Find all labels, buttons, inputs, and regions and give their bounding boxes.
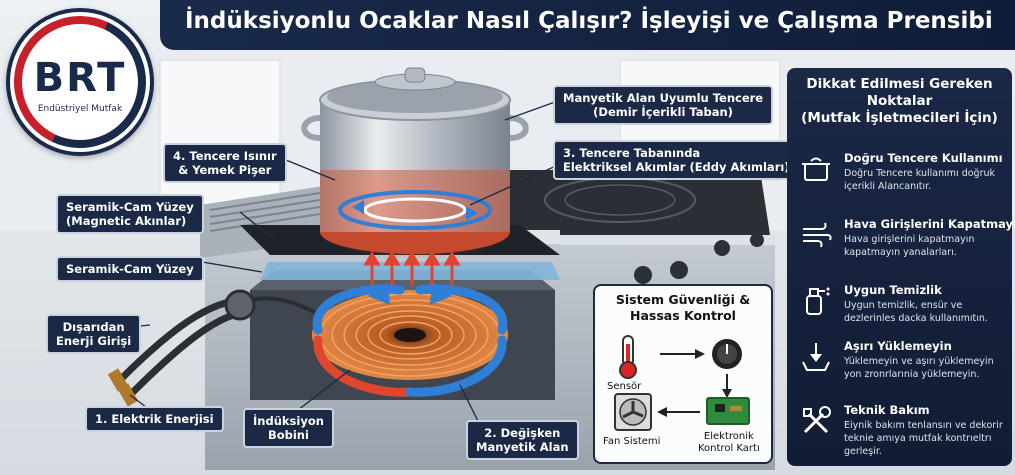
- air-vent-icon: [803, 222, 832, 248]
- tip-item: Aşırı Yüklemeyin Yüklemeyin ve aşırı yük…: [787, 336, 1012, 402]
- brt-logo: BRT Endüstriyel Mutfak: [0, 0, 165, 167]
- tip-item: Uygun Temizlik Uygun temizlik, ensür ve …: [787, 280, 1012, 346]
- tip-text: Hava girişlerini kapatmayın kapatmayın y…: [844, 234, 975, 258]
- sensor-label: Sensör: [607, 381, 642, 392]
- tip-heading: Uygun Temizlik: [844, 283, 942, 297]
- cleaning-spray-icon: [806, 287, 830, 315]
- page-title: İndüksiyonlu Ocaklar Nasıl Çalışır? İşle…: [185, 8, 993, 34]
- tip-heading: Doğru Tencere Kullanımı: [844, 151, 1003, 165]
- control-diagram: [614, 335, 750, 431]
- logo-text: BRT: [33, 55, 127, 101]
- tip-text: Uygun temizlik, ensür ve dezlerinles dac…: [844, 300, 988, 324]
- logo-subtitle: Endüstriyel Mutfak: [37, 104, 123, 114]
- tip-item: Hava Girişlerini Kapatmayın Hava girişle…: [787, 214, 1015, 280]
- title-bar: [160, 0, 1015, 50]
- label-magnetic-field: 2. Değişken Manyetik Alan: [466, 420, 579, 460]
- tip-heading: Hava Girişlerini Kapatmayın: [844, 217, 1015, 231]
- tips-title: Dikkat Edilmesi Gereken Noktalar (Mutfak…: [801, 76, 998, 126]
- control-knob-icon: [712, 339, 742, 369]
- control-title: Sistem Güvenliği & Hassas Kontrol: [615, 292, 751, 323]
- label-eddy: 3. Tencere Tabanında Elektriksel Akımlar…: [553, 140, 800, 180]
- tip-text: Doğru Tencere kullanımı doğruk içerikli …: [844, 168, 995, 192]
- label-electric-energy: 1. Elektrik Enerjisi: [85, 406, 224, 432]
- label-glass-magnetic: Seramik-Cam Yüzey (Magnetic Akınlar): [56, 194, 204, 234]
- tips-panel: Dikkat Edilmesi Gereken Noktalar (Mutfak…: [787, 68, 1015, 466]
- label-pot: Manyetik Alan Uyumlu Tencere (Demir İçer…: [553, 85, 774, 125]
- tip-text: Eiynik bakım tenlansırı ve dekorir tekni…: [844, 420, 1003, 457]
- label-energy-input: Dışarıdan Enerji Girişi: [46, 314, 142, 354]
- tip-heading: Teknik Bakım: [844, 403, 930, 417]
- tip-heading: Aşırı Yüklemeyin: [844, 339, 952, 353]
- fan-icon: [614, 393, 652, 431]
- tip-text: Yüklemeyin ve aşırı yüklemeyin yon zronr…: [844, 356, 994, 380]
- fan-label: Fan Sistemi: [603, 436, 661, 447]
- wrench-tools-icon: [803, 406, 831, 434]
- board-label: Elektronik Kontrol Kartı: [698, 431, 760, 454]
- label-induction-coil: İndüksiyon Bobini: [243, 408, 334, 448]
- tip-item: Teknik Bakım Eiynik bakım tenlansırı ve …: [787, 400, 1012, 466]
- thermometer-icon: [619, 335, 637, 379]
- control-system-box: Sistem Güvenliği & Hassas Kontrol: [593, 284, 773, 464]
- label-glass: Seramik-Cam Yüzey: [56, 256, 204, 282]
- pot-icon: [802, 157, 830, 181]
- tip-item: Doğru Tencere Kullanımı Doğru Tencere ku…: [787, 148, 1012, 214]
- label-heating: 4. Tencere Isınır & Yemek Pişer: [163, 143, 287, 183]
- circuit-board-icon: [706, 397, 750, 425]
- overload-warning-icon: [802, 343, 830, 371]
